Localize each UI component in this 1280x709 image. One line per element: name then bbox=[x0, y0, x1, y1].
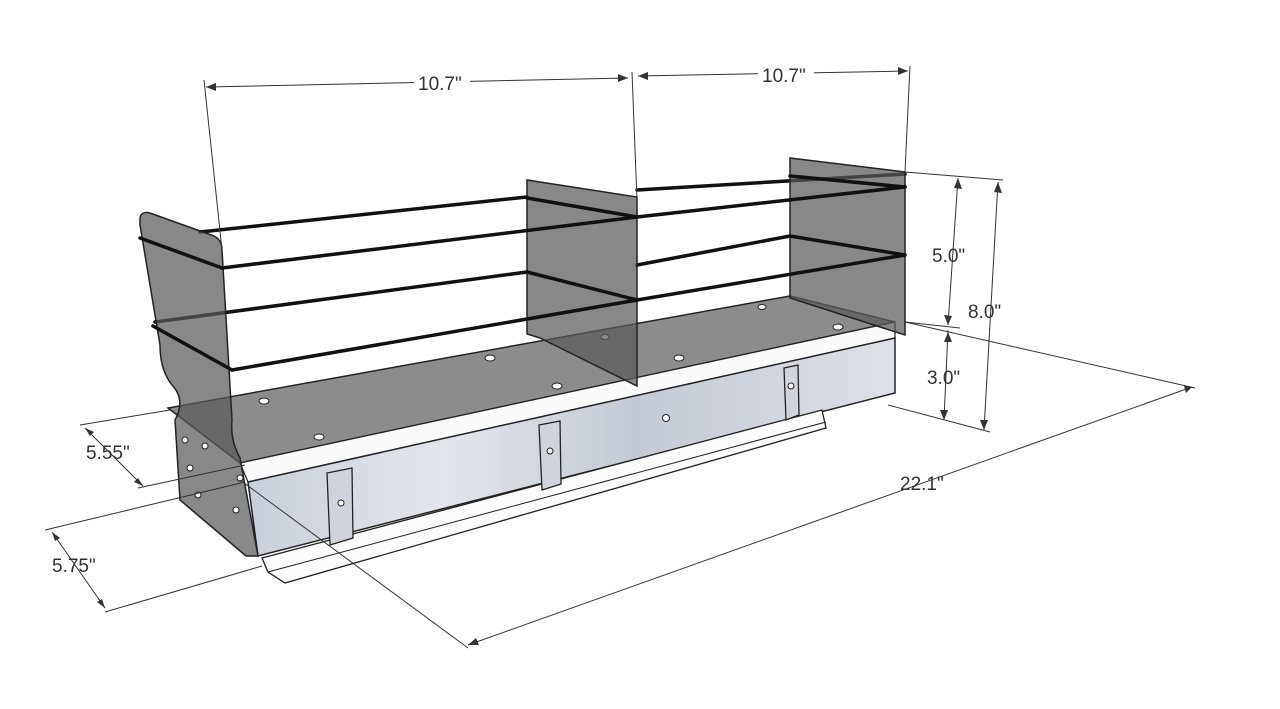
dim-total-height: 8.0" bbox=[968, 302, 1001, 323]
left-end-panel bbox=[139, 211, 259, 557]
bottom-slide bbox=[261, 409, 827, 584]
dim-inner-width: 5.55" bbox=[86, 443, 130, 464]
dim-outer-width: 5.75" bbox=[52, 556, 96, 577]
dim-top-right-width: 10.7" bbox=[762, 66, 806, 87]
front-rails bbox=[138, 174, 907, 372]
dimension-arrows bbox=[52, 67, 1192, 645]
dim-depth: 22.1" bbox=[900, 474, 944, 495]
dimension-lines bbox=[44, 65, 1196, 649]
dim-base-height: 3.0" bbox=[927, 368, 960, 389]
dim-top-left-width: 10.7" bbox=[418, 74, 462, 95]
dim-rail-height: 5.0" bbox=[932, 246, 965, 267]
middle-divider bbox=[526, 179, 638, 388]
front-panel bbox=[247, 337, 896, 557]
mount-brackets bbox=[326, 364, 800, 546]
dimension-labels: 10.7" 10.7" 5.0" 8.0" 3.0" 22.1" 5.55" 5… bbox=[52, 64, 1001, 577]
